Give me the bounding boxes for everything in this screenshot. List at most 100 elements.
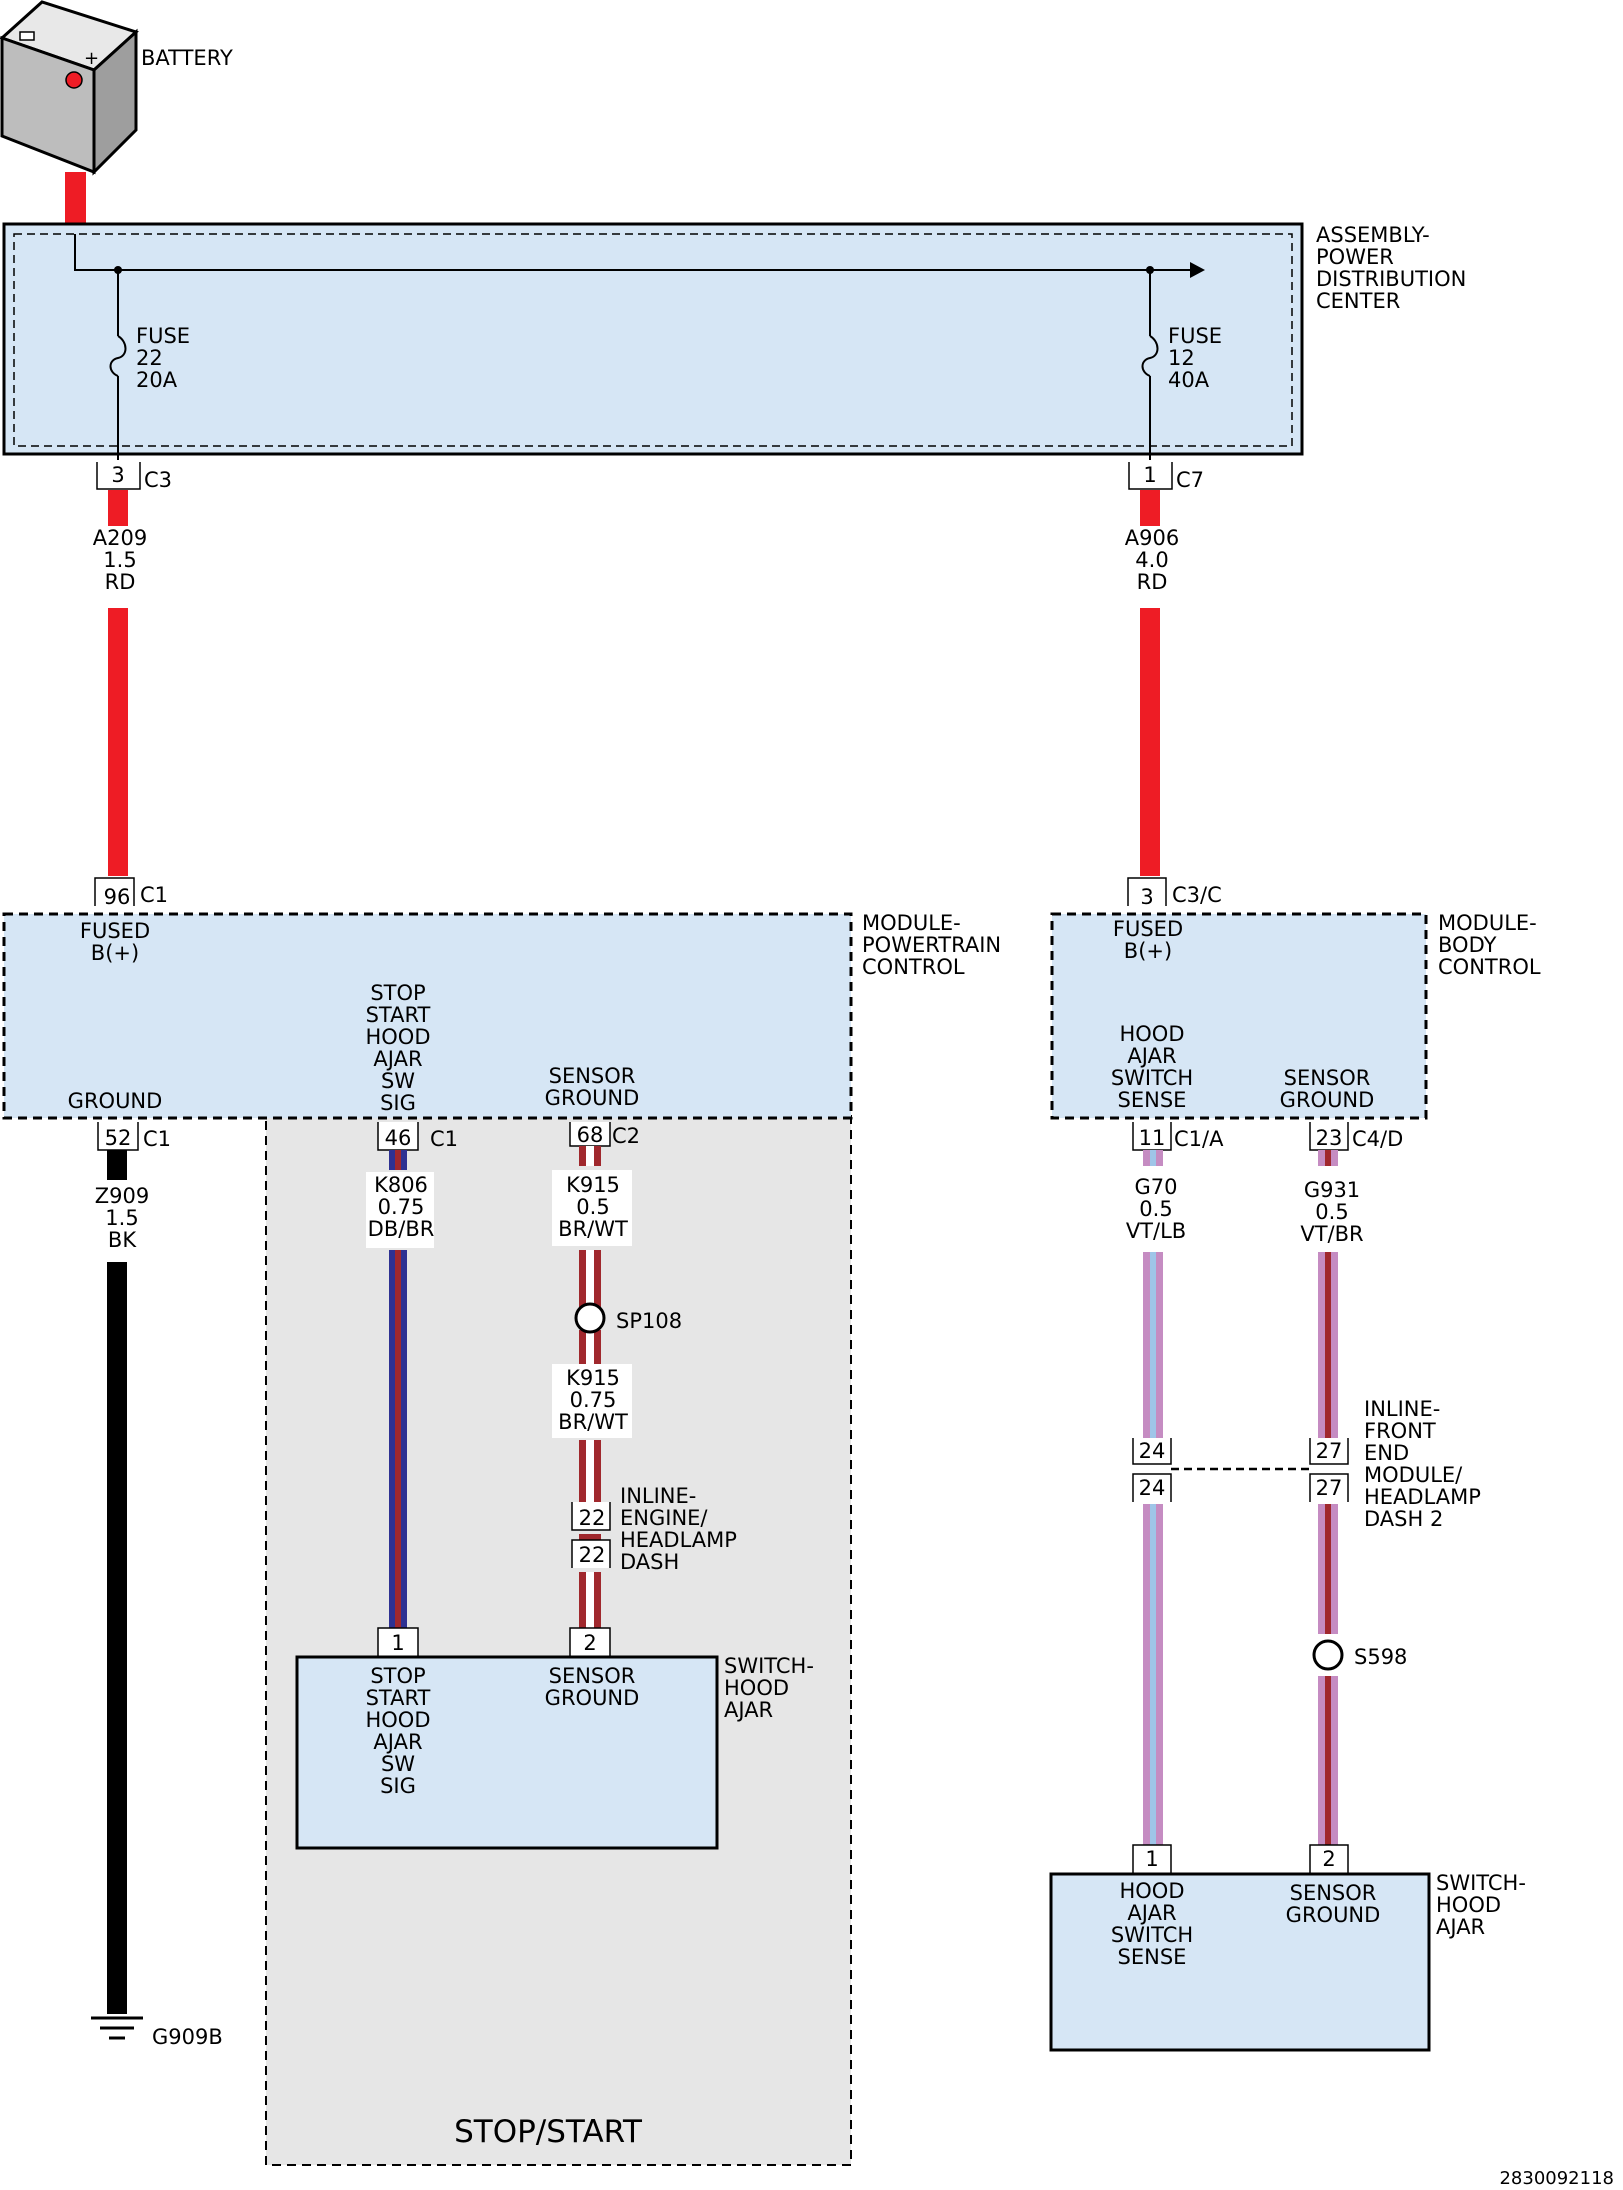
svg-text:C3/C: C3/C xyxy=(1172,883,1222,907)
battery-icon: + xyxy=(0,0,139,176)
wire-g931 xyxy=(1318,1150,1338,1854)
svg-text:1: 1 xyxy=(1143,463,1156,487)
wire-a209 xyxy=(108,490,128,526)
connector-pcm-68: 68 C2 xyxy=(569,1122,640,1148)
wire-k806 xyxy=(389,1150,407,1628)
connector-c3: 3 C3 xyxy=(96,462,172,492)
splice-s598 xyxy=(1312,1639,1344,1671)
connector-pcm-46: 46 C1 xyxy=(377,1122,458,1151)
splice-sp108 xyxy=(574,1302,606,1334)
switch-right-box xyxy=(1049,1872,1431,2052)
svg-text:22: 22 xyxy=(579,1543,606,1567)
svg-text:C4/D: C4/D xyxy=(1352,1127,1403,1151)
switch-left-box xyxy=(295,1655,719,1850)
switch-right-pin-1: 1 xyxy=(1132,1844,1172,1873)
pdc-box xyxy=(2,222,1304,456)
inline-right-connector: 24 24 27 27 xyxy=(1132,1438,1349,1502)
svg-text:27: 27 xyxy=(1316,1439,1343,1463)
fuse-22-icon xyxy=(109,335,127,377)
switch-left-pin-1: 1 xyxy=(377,1627,419,1656)
switch-right-pin-2: 2 xyxy=(1309,1844,1349,1873)
battery-cable xyxy=(65,172,86,224)
svg-text:46: 46 xyxy=(385,1126,412,1150)
svg-text:C2: C2 xyxy=(612,1124,640,1148)
svg-text:27: 27 xyxy=(1316,1476,1343,1500)
splice-s598-label: S598 xyxy=(1354,1645,1407,1669)
svg-text:C1: C1 xyxy=(143,1127,171,1151)
inline-left-connector: 22 22 xyxy=(571,1502,611,1568)
pcm-box xyxy=(2,912,853,1120)
svg-text:22: 22 xyxy=(579,1506,606,1530)
battery-label: BATTERY xyxy=(141,46,233,70)
connector-bcm-23: 23 C4/D xyxy=(1309,1122,1403,1151)
option-label: STOP/START xyxy=(454,2114,643,2150)
wire-a906 xyxy=(1140,490,1160,526)
fuse-12-icon xyxy=(1141,335,1159,377)
svg-text:+: + xyxy=(84,48,99,69)
svg-text:24: 24 xyxy=(1139,1439,1166,1463)
stop-start-option-region xyxy=(265,1114,852,2166)
svg-text:2: 2 xyxy=(583,1631,596,1655)
wire-z909 xyxy=(107,1262,127,2014)
connector-pcm-96: 96 C1 xyxy=(94,877,168,909)
svg-text:C7: C7 xyxy=(1176,468,1204,492)
connector-bcm-11: 11 C1/A xyxy=(1132,1122,1224,1151)
connector-c7: 1 C7 xyxy=(1128,462,1204,492)
switch-left-pin-2: 2 xyxy=(569,1627,611,1656)
svg-text:C1/A: C1/A xyxy=(1174,1127,1224,1151)
svg-text:1: 1 xyxy=(391,1631,404,1655)
ground-label: G909B xyxy=(152,2025,223,2049)
splice-sp108-label: SP108 xyxy=(616,1309,682,1333)
svg-text:68: 68 xyxy=(577,1123,604,1147)
svg-text:C1: C1 xyxy=(430,1127,458,1151)
connector-pcm-52: 52 C1 xyxy=(97,1122,171,1151)
wire-z909 xyxy=(107,1150,127,1180)
svg-text:3: 3 xyxy=(1140,885,1153,909)
svg-text:C3: C3 xyxy=(144,468,172,492)
svg-text:96: 96 xyxy=(104,885,131,909)
svg-text:23: 23 xyxy=(1316,1126,1343,1150)
ground-symbol-icon xyxy=(91,2016,143,2040)
figure-id: 2830092118 xyxy=(1499,2168,1614,2189)
svg-text:3: 3 xyxy=(111,463,124,487)
svg-text:11: 11 xyxy=(1139,1126,1166,1150)
wire-a209 xyxy=(108,608,128,876)
svg-text:C1: C1 xyxy=(140,883,168,907)
pdc-bus xyxy=(74,234,1190,271)
wire-k915 xyxy=(579,1146,601,1628)
pcm-ground-label: GROUND xyxy=(68,1089,163,1113)
connector-bcm-3: 3 C3/C xyxy=(1127,877,1222,909)
wire-a906 xyxy=(1140,608,1160,876)
svg-text:1: 1 xyxy=(1145,1847,1158,1871)
pdc-inner-dashed xyxy=(13,233,1293,447)
svg-text:24: 24 xyxy=(1139,1476,1166,1500)
bcm-box xyxy=(1050,912,1428,1120)
